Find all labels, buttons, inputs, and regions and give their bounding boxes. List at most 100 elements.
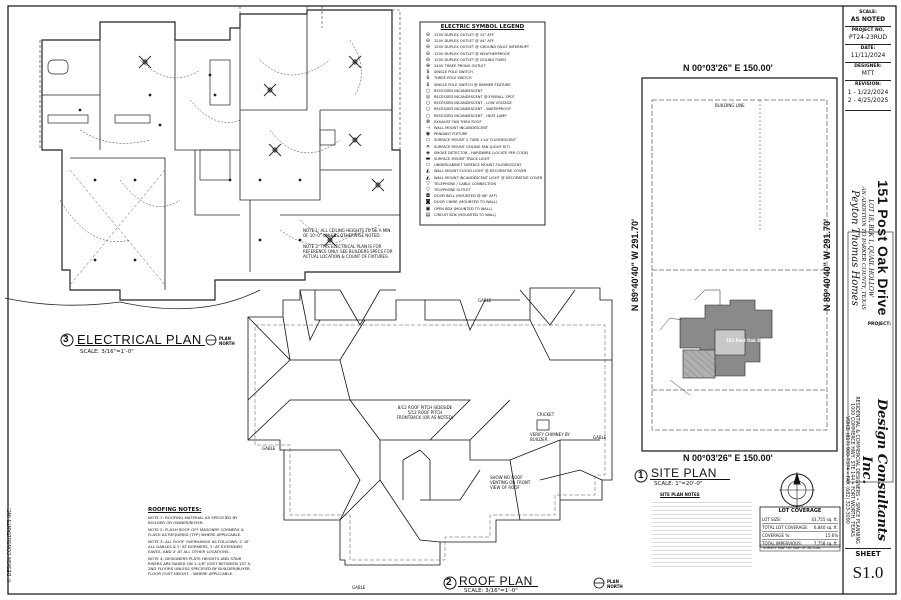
- company-info: Design Consultants Inc. RESIDENTIAL & CO…: [844, 390, 889, 550]
- lot-coverage-label: LOT SIZE:: [762, 517, 782, 522]
- legend-box: [419, 21, 546, 226]
- lot-coverage-value: 6,840 sq. ft.: [813, 525, 838, 530]
- roofing-note: NOTE 1: ROOFING MATERIAL AS SPECIFIED BY…: [148, 515, 238, 525]
- legend-item-label: 120V DUPLEX OUTLET @ WEATHERPROOF: [434, 51, 510, 56]
- legend-item: ✕SURFACE MOUNT CEILING FAN (LIGHT KIT): [422, 144, 543, 150]
- legend-item-label: 120V DUPLEX OUTLET @ 44" AFF: [434, 39, 494, 44]
- project-legal-line-1: LOT 18, BLK 1, QUAIL HOLLOW: [867, 199, 875, 297]
- lot-coverage-row: TOTAL IMPERVIOUS:7,758 sq. ft.: [762, 540, 838, 548]
- legend-item: ▭SURFACE MOUNT 2 TUBE 1'x4' FLUORESCENT: [422, 137, 543, 143]
- roofing-notes: ROOFING NOTES: NOTE 1: ROOFING MATERIAL …: [148, 507, 253, 578]
- electrical-note-2: NOTE 2: THIS ELECTRICAL PLAN IS FOR REFE…: [303, 244, 393, 259]
- legend-item: ◙DOOR CHIME (MOUNTED TO WALL): [422, 199, 543, 205]
- legend-item-label: UNDERCABINET SURFACE MOUNT FLUORESCENT: [434, 163, 522, 168]
- legend-item: ○RECESSED INCANDESCENT - WATERPROOF: [422, 106, 543, 112]
- legend-item-label: THREE POLE SWITCH: [434, 76, 472, 81]
- project-client: Peyton Thomas Homes: [849, 190, 860, 306]
- date-value: 11/11/2024: [850, 52, 886, 59]
- legend-item: ▽TELEPHONE OUTLET: [422, 187, 543, 193]
- legend-item-label: 120V DUPLEX OUTLET @ CEILING FIXED: [434, 57, 507, 62]
- legend-symbol-icon: ▭: [425, 162, 431, 169]
- legend-item: ⊕240V THREE PRONG OUTLET: [422, 63, 543, 69]
- legend-item-label: TELEPHONE / CABLE CONNECTION: [434, 181, 497, 186]
- legend-symbol-icon: $: [426, 81, 430, 88]
- legend-item-label: RECESSED INCANDESCENT - HEAT LAMP: [434, 113, 507, 118]
- site-bearing-bottom: N 00°03'26" E 150.00': [683, 453, 773, 463]
- electrical-note-1: NOTE 1: ALL CEILING HEIGHTS TO BE A MIN.…: [303, 228, 392, 238]
- legend-item-label: SURFACE MOUNT 2 TUBE 1'x4' FLUORESCENT: [434, 138, 517, 143]
- revision-header: REVISION:: [854, 82, 881, 87]
- electrical-plan-title: ELECTRICAL PLAN: [77, 332, 202, 347]
- legend-symbol-icon: ▣: [425, 205, 431, 212]
- legend-symbol-icon: ▤: [425, 211, 431, 218]
- legend-symbol-icon: ⊖: [425, 32, 431, 38]
- legend-symbol-icon: ◘: [426, 193, 430, 200]
- legend-item-label: SINGLE POLE SWITCH: [434, 70, 473, 75]
- gable-label-right: GABLE: [593, 435, 607, 440]
- legend-item-label: SURFACE MOUNT TRACK LIGHT: [434, 157, 490, 162]
- sheet-number: S1.0: [852, 563, 884, 582]
- lot-coverage-title: LOT COVERAGE: [778, 508, 822, 514]
- roof-plan-number: 2: [446, 577, 452, 588]
- legend-item: ⊖120V DUPLEX OUTLET @ 44" AFF: [422, 38, 543, 44]
- legend-item-label: RECESSED INCANDESCENT: [434, 88, 483, 93]
- roofing-notes-title: ROOFING NOTES:: [148, 507, 202, 513]
- legend-item: $SINGLE POLE SWITCH: [422, 69, 543, 75]
- site-plan: [641, 77, 838, 452]
- site-plan-number: 1: [638, 470, 644, 481]
- lot-coverage-row: TOTAL LOT COVERAGE:6,840 sq. ft.: [762, 524, 838, 532]
- plan-north-symbols: [205, 334, 605, 589]
- legend-item: ⊖120V DUPLEX OUTLET @ CEILING FIXED: [422, 57, 543, 63]
- scale-value: AS NOTED: [850, 16, 886, 23]
- legend-item: ▤CIRCUIT BOX (MOUNTED TO WALL): [422, 212, 543, 218]
- legend-symbol-icon: ◎: [425, 94, 431, 101]
- legend-item: ◉PENDANT FIXTURE: [422, 131, 543, 137]
- project-info: 151 Post Oak Drive LOT 18, BLK 1, QUAIL …: [845, 148, 891, 348]
- legend-symbol-icon: ○: [425, 112, 431, 119]
- electrical-plan-north-label: PLAN NORTH: [219, 336, 235, 346]
- sheet-header: SHEET: [855, 550, 881, 558]
- lot-coverage-label: COVERAGE %:: [762, 533, 791, 538]
- legend-item-label: TELEPHONE OUTLET: [434, 188, 471, 193]
- legend-item: ▽ TELEPHONE / CABLE CONNECTION: [422, 181, 543, 187]
- electrical-plan-scale: SCALE: 3/16"=1'-0": [80, 349, 134, 355]
- project-no-value: PT24-23RUD: [849, 34, 887, 41]
- legend-item: ▣OPEN BOX (MOUNTED TO WALL): [422, 206, 543, 212]
- legend-symbol-icon: ◭: [426, 168, 430, 175]
- lot-coverage-value: 43,755 sq. ft.: [811, 517, 838, 522]
- legend-item-label: RECESSED INCANDESCENT @ EYEBALL SPOT: [434, 95, 515, 100]
- legend-symbol-icon: ⊕: [425, 63, 431, 70]
- electrical-plan-number: 3: [63, 334, 69, 345]
- legend-item-label: SINGLE POLE SWITCH @ DIMMER FEATURE: [434, 82, 511, 87]
- legend-item: ⊖120V DUPLEX OUTLET @ 12" AFF: [422, 32, 543, 38]
- lot-coverage: LOT COVERAGE LOT SIZE: 43,755 sq. ft. TOTA…: [762, 508, 838, 548]
- date-header: DATE:: [860, 46, 876, 51]
- legend-symbol-icon: ▽: [426, 180, 430, 187]
- chimney-symbol: [536, 419, 550, 431]
- roof-plan-scale: SCALE: 3/16"=1'-0": [464, 588, 518, 594]
- scale-header: SCALE:: [859, 10, 877, 15]
- legend-item-label: PENDANT FIXTURE: [434, 132, 468, 137]
- legend-item: ◘DOOR BELL (MOUNTED @ 48" AFF): [422, 193, 543, 199]
- legend-item-label: RECESSED INCANDESCENT - LOW VOLTAGE: [434, 101, 512, 106]
- legend-symbol-icon: ⊖: [425, 44, 431, 51]
- legend-item: ⊣WALL MOUNT INCANDESCENT: [422, 125, 543, 131]
- legend-item: ◭WALL MOUNT INCANDESCENT LIGHT @ DECORAT…: [422, 175, 543, 181]
- site-house-footprint: [679, 289, 773, 379]
- legend-item-label: 240V THREE PRONG OUTLET: [434, 64, 486, 69]
- roof-pitch-note: 8/12 ROOF PITCH SIDESIDE 5/12 ROOF PITCH…: [396, 405, 454, 420]
- legend-item: ⊖120V DUPLEX OUTLET @ WEATHERPROOF: [422, 51, 543, 57]
- legend-item: $ SINGLE POLE SWITCH @ DIMMER FEATURE: [422, 82, 543, 88]
- electric-symbol-legend: ELECTRIC SYMBOL LEGEND ⊖120V DUPLEX OUTL…: [422, 24, 543, 218]
- gable-label-top: GABLE: [478, 298, 492, 303]
- legend-item-label: 120V DUPLEX OUTLET @ GROUND FAULT INTERR…: [434, 45, 530, 50]
- lot-coverage-value: 7,758 sq. ft.: [813, 541, 838, 546]
- title-block: [842, 6, 894, 594]
- legend-item-label: CIRCUIT BOX (MOUNTED TO WALL): [434, 212, 497, 217]
- legend-item-label: RECESSED INCANDESCENT - WATERPROOF: [434, 107, 512, 112]
- site-bearing-top: N 00°03'26" E 150.00': [683, 63, 773, 73]
- legend-item: ○RECESSED INCANDESCENT: [422, 88, 543, 94]
- legend-item-label: SURFACE MOUNT CEILING FAN (LIGHT KIT): [434, 144, 510, 149]
- building-line-label: BUILDING LINE: [715, 103, 745, 108]
- legend-item: ⊗EXHAUST FAN THRU ROOF: [422, 119, 543, 125]
